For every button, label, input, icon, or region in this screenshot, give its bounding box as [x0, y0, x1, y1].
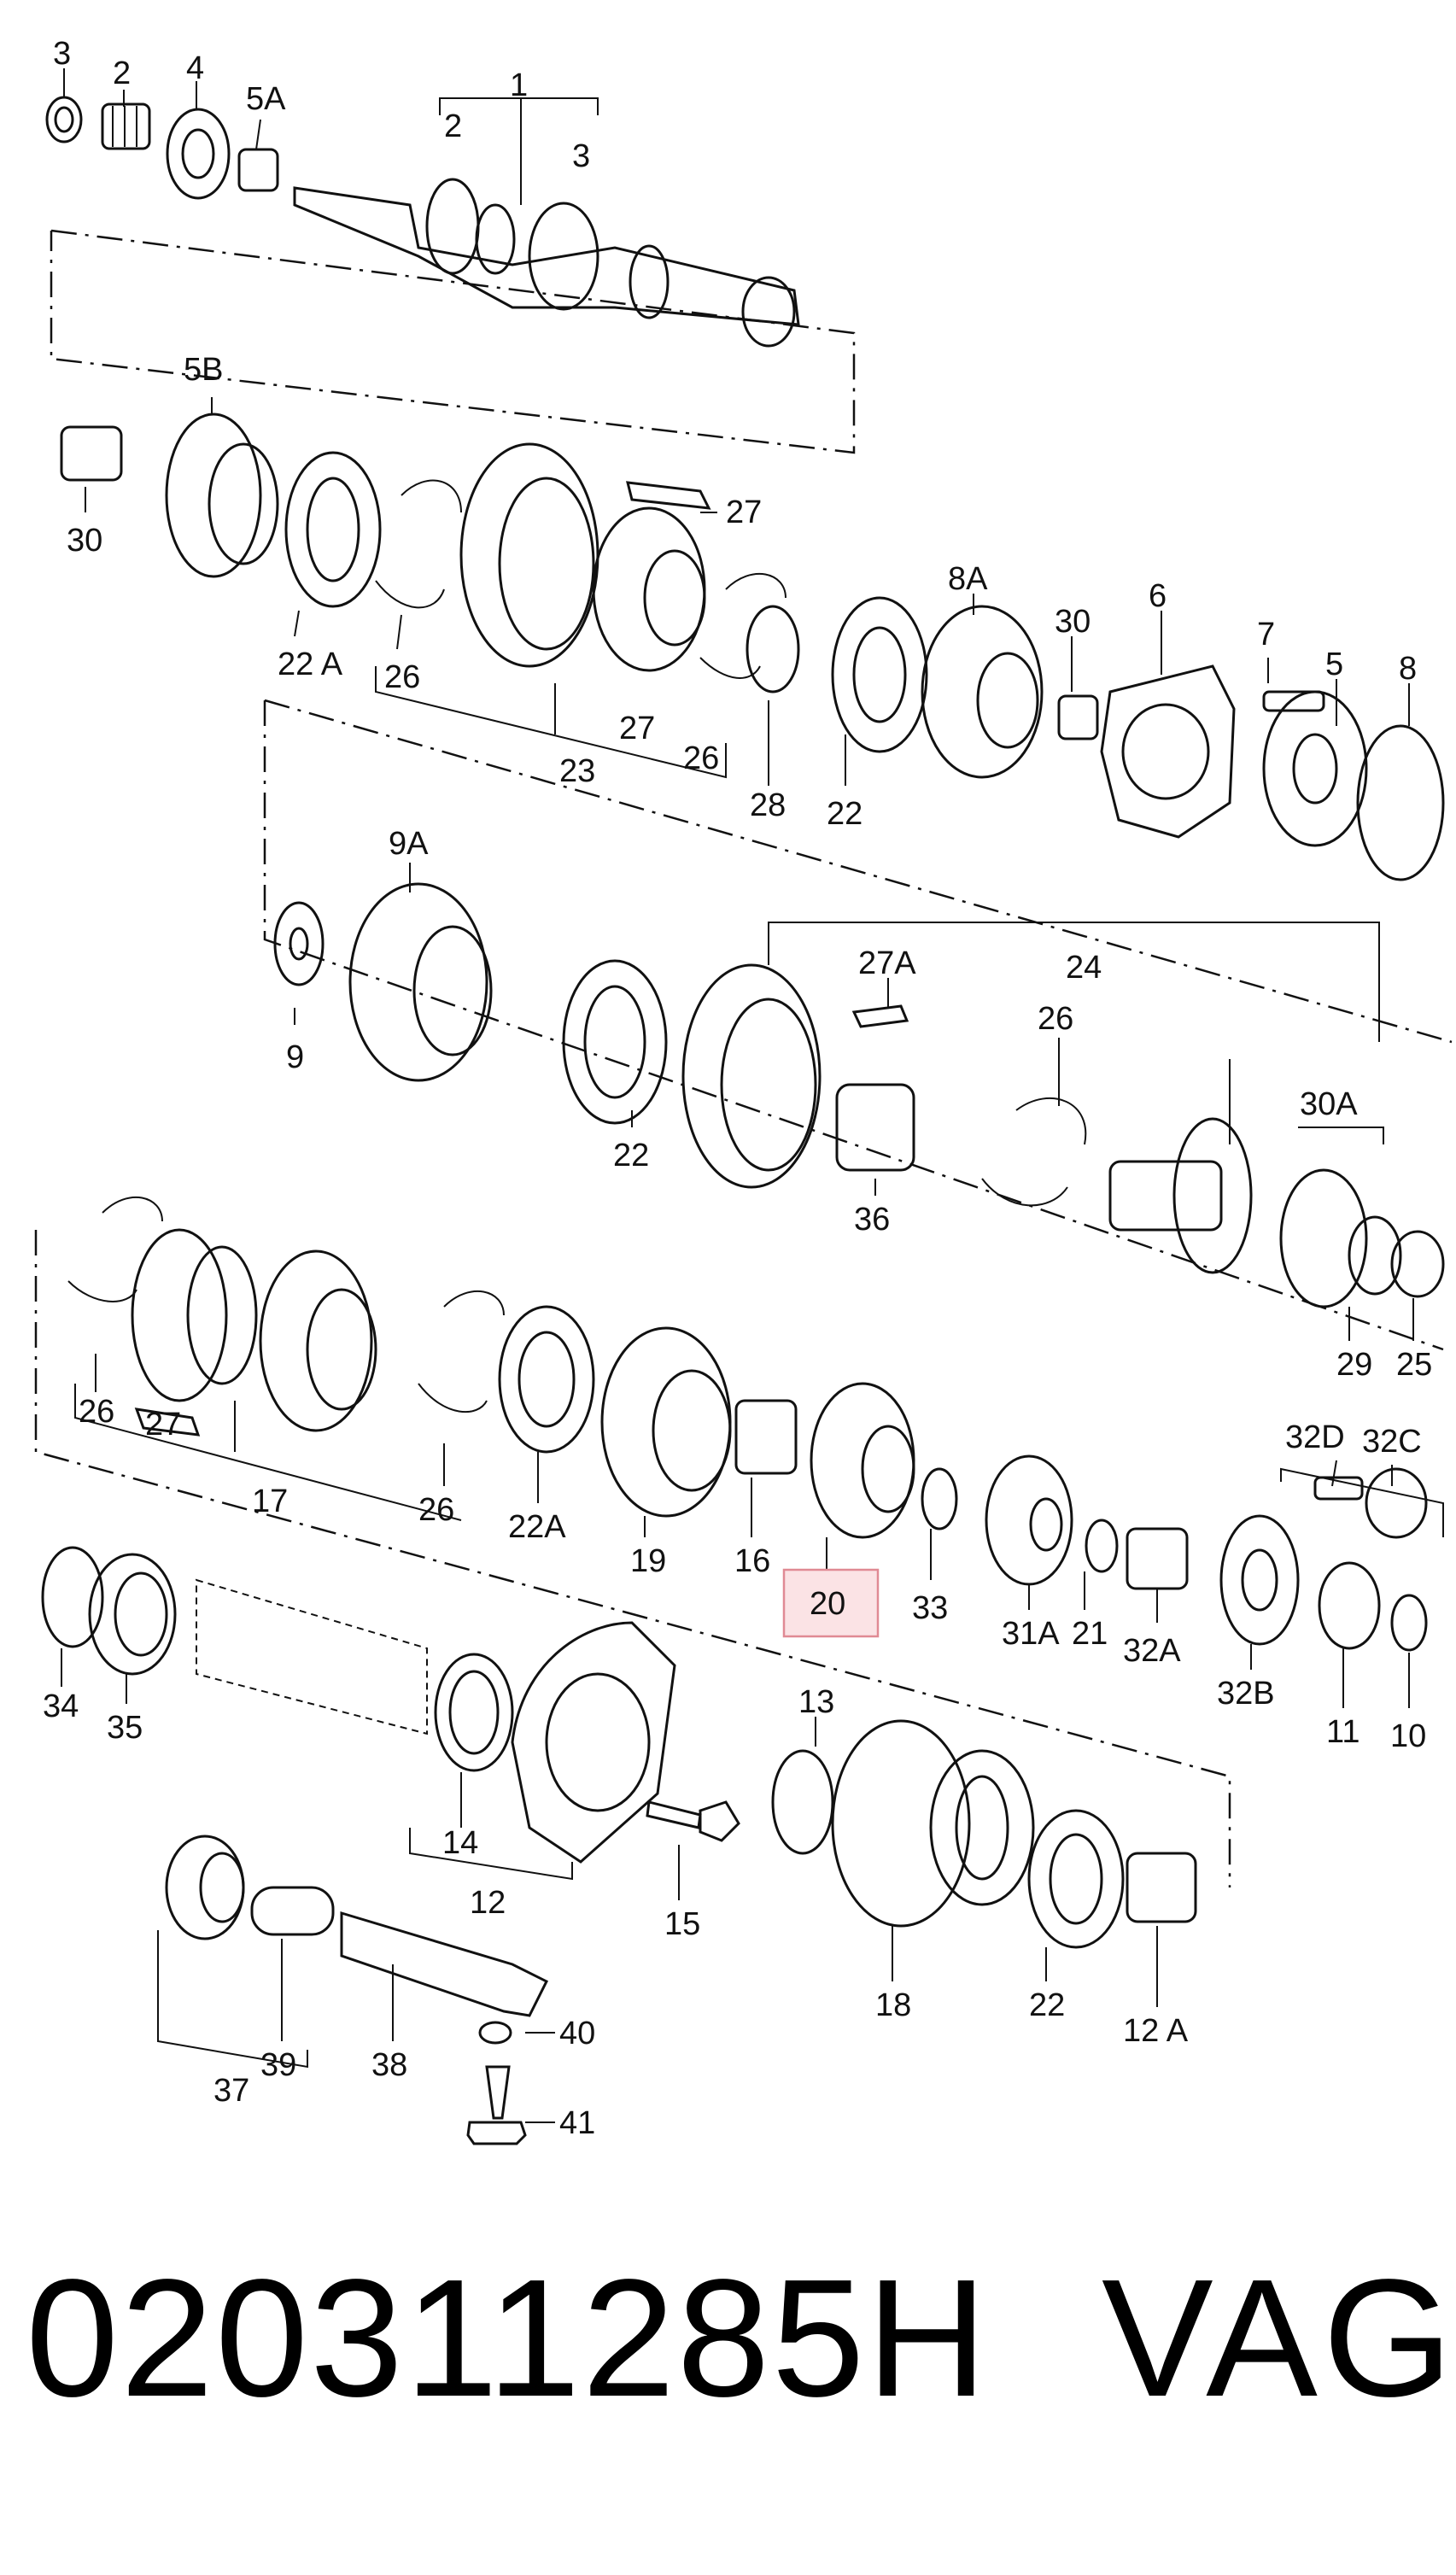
callout-label: 24 — [1066, 950, 1102, 986]
leader-lines — [61, 68, 1444, 2123]
input-shaft-assembly — [45, 96, 800, 348]
callout-label: 26 — [79, 1394, 114, 1430]
callout-label: 15 — [664, 1906, 700, 1942]
callout-label: 29 — [1336, 1347, 1372, 1383]
callout-label: 36 — [854, 1202, 890, 1238]
callout-label: 3 — [572, 138, 590, 174]
callout-label: 26 — [1038, 1001, 1073, 1037]
callout-label: 7 — [1257, 617, 1275, 653]
callout-label: 2 — [444, 108, 462, 144]
callout-label: 30 — [67, 523, 102, 559]
callout-label: 32A — [1123, 1633, 1181, 1669]
callout-label: 22A — [508, 1509, 566, 1545]
callout-label: 16 — [734, 1543, 770, 1579]
callout-label: 9 — [286, 1039, 304, 1075]
footer: 020311285H VAG — [26, 2244, 1453, 2468]
callout-label: 22 — [1029, 1987, 1065, 2023]
callout-label: 28 — [750, 787, 786, 823]
callout-label: 5B — [184, 352, 223, 388]
callout-label: 37 — [213, 2073, 249, 2109]
callout-label: 22 — [613, 1138, 649, 1173]
callout-labels: 3 2 4 5A 1 2 3 5B 30 22 A 26 27 27 26 23… — [43, 36, 1432, 2141]
row5-parts — [41, 1546, 1197, 1949]
callout-label: 38 — [371, 2047, 407, 2083]
callout-label: 27A — [858, 945, 916, 981]
callout-label: 3 — [53, 36, 71, 72]
part-number: 020311285H — [26, 2244, 990, 2432]
callout-label: 26 — [683, 740, 719, 776]
callout-label: 39 — [260, 2047, 296, 2083]
callout-label: 41 — [559, 2105, 595, 2141]
callout-label: 33 — [912, 1590, 948, 1626]
callout-label: 5 — [1325, 647, 1343, 682]
row3-parts — [273, 882, 1445, 1308]
brand-name: VAG — [1102, 2244, 1456, 2432]
callout-label: 40 — [559, 2016, 595, 2051]
callout-label: 20 — [810, 1586, 845, 1622]
callout-label: 27 — [145, 1407, 181, 1443]
callout-label: 34 — [43, 1688, 79, 1724]
callout-label: 23 — [559, 753, 595, 789]
callout-label: 12 — [470, 1885, 506, 1921]
row4-parts — [67, 1197, 1428, 1652]
callout-label: 12 A — [1123, 2013, 1189, 2049]
callout-label: 11 — [1326, 1714, 1360, 1750]
callout-label: 32D — [1285, 1419, 1345, 1455]
callout-label: 10 — [1390, 1718, 1426, 1754]
callout-label: 6 — [1149, 578, 1167, 614]
row6-parts — [165, 1835, 549, 2145]
callout-label: 13 — [798, 1684, 834, 1720]
callout-label: 17 — [252, 1484, 288, 1519]
callout-label: 26 — [418, 1492, 454, 1528]
callout-label: 1 — [510, 67, 528, 103]
callout-label: 2 — [113, 56, 131, 91]
callout-label: 21 — [1072, 1616, 1108, 1652]
callout-label: 32B — [1217, 1676, 1275, 1712]
callout-label: 8 — [1399, 651, 1417, 687]
exploded-parts-diagram: 3 2 4 5A 1 2 3 5B 30 22 A 26 27 27 26 23… — [34, 36, 1453, 2145]
callout-label: 30 — [1055, 604, 1091, 640]
callout-label: 32C — [1362, 1424, 1422, 1460]
callout-label: 31A — [1002, 1616, 1060, 1652]
row2-parts — [60, 413, 1445, 881]
callout-label: 26 — [384, 659, 420, 695]
callout-label: 9A — [389, 826, 429, 862]
callout-label: 4 — [186, 50, 204, 86]
callout-label: 14 — [442, 1825, 478, 1861]
callout-label: 18 — [875, 1987, 911, 2023]
group-boundary-lines — [34, 229, 1453, 1887]
callout-label: 22 A — [278, 647, 343, 682]
callout-label: 22 — [827, 796, 862, 832]
callout-label: 35 — [107, 1710, 143, 1746]
callout-label: 27 — [619, 711, 655, 746]
callout-label: 30A — [1300, 1086, 1358, 1122]
highlight-box — [782, 1568, 880, 1638]
callout-label: 25 — [1396, 1347, 1432, 1383]
callout-label: 27 — [726, 495, 762, 530]
callout-label: 19 — [630, 1543, 666, 1579]
callout-label: 5A — [246, 81, 286, 117]
callout-label: 8A — [948, 561, 988, 597]
